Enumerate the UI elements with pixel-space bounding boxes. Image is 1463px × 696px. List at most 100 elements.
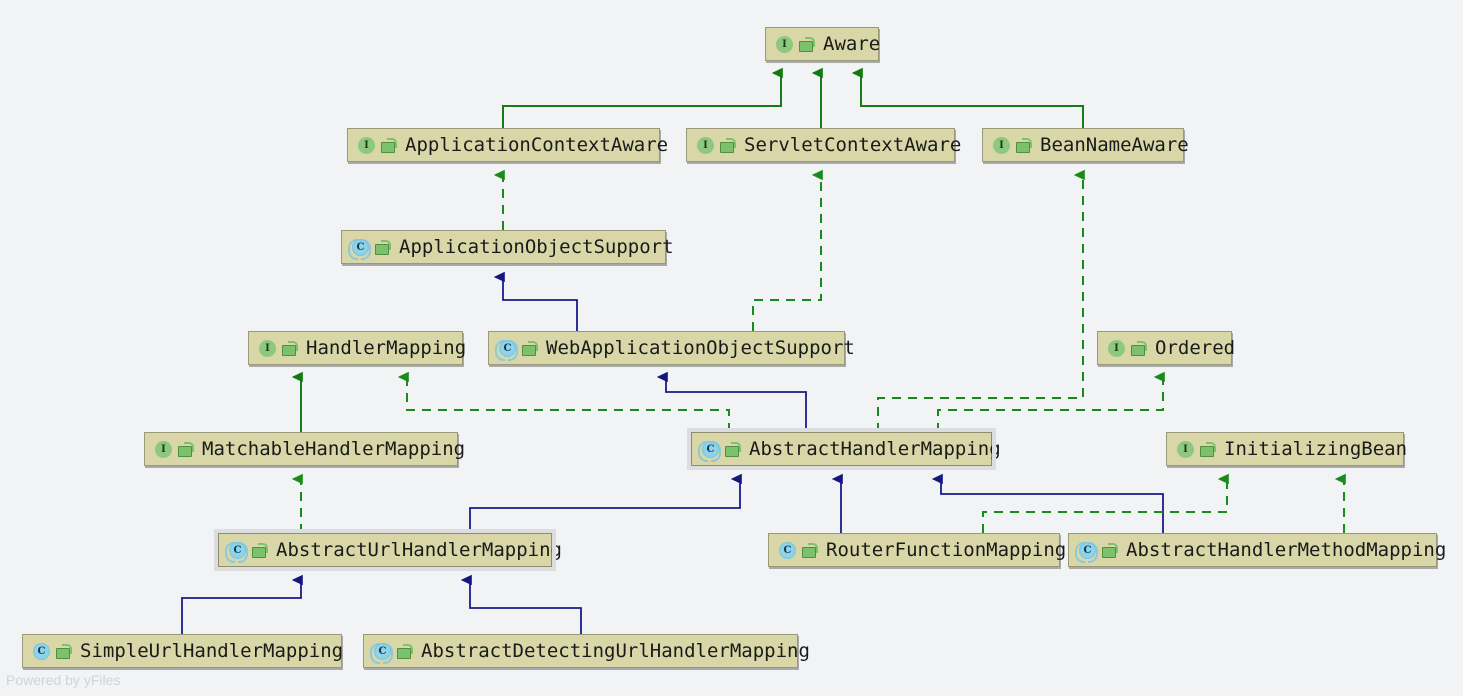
- open-padlock-icon: [719, 137, 736, 154]
- padlock-body: [522, 344, 536, 356]
- padlock-body: [56, 647, 70, 659]
- interface-badge-icon: I: [695, 136, 714, 155]
- edge-abstracthm-to-webappobjsupport: [656, 371, 807, 432]
- badge-letter: I: [358, 136, 375, 154]
- class-node-label: AbstractHandlerMethodMapping: [1126, 539, 1447, 561]
- open-padlock-icon: [521, 340, 538, 357]
- class-node-label: WebApplicationObjectSupport: [546, 337, 855, 359]
- padlock-body: [252, 546, 266, 558]
- edge-abstracthm-to-handlermapping: [397, 371, 730, 432]
- padlock-body: [802, 546, 816, 558]
- open-padlock-icon: [801, 542, 818, 559]
- padlock-shackle: [1108, 542, 1118, 553]
- abstract-class-badge-icon: C: [225, 541, 248, 563]
- class-node-label: AbstractDetectingUrlHandlerMapping: [421, 640, 810, 662]
- interface-badge-icon: I: [257, 339, 276, 358]
- padlock-shackle: [1022, 137, 1032, 148]
- padlock-body: [381, 141, 395, 153]
- class-node-label: MatchableHandlerMapping: [202, 438, 466, 460]
- abstract-class-badge-icon: C: [1075, 541, 1098, 563]
- class-node-routerfnmapping[interactable]: C RouterFunctionMapping: [768, 533, 1066, 567]
- padlock-shackle: [403, 643, 413, 654]
- padlock-shackle: [258, 542, 268, 553]
- padlock-shackle: [1137, 340, 1147, 351]
- padlock-shackle: [62, 643, 72, 654]
- edge-abstracthm-to-beannameaware: [877, 169, 1085, 432]
- badge-letter: C: [374, 642, 391, 660]
- padlock-body: [799, 40, 813, 52]
- edge-routerfnmapping-to-initializingbean: [982, 473, 1229, 533]
- interface-badge-icon: I: [991, 136, 1010, 155]
- class-node-label: Ordered: [1155, 337, 1236, 359]
- edge-abstracturlhm-to-abstracthm: [469, 473, 742, 533]
- padlock-shackle: [726, 137, 736, 148]
- badge-letter: I: [993, 136, 1010, 154]
- class-node-label: HandlerMapping: [306, 337, 467, 359]
- abstract-class-badge-icon: C: [698, 440, 721, 462]
- padlock-shackle: [184, 441, 194, 452]
- padlock-shackle: [288, 340, 298, 351]
- open-padlock-icon: [374, 239, 391, 256]
- class-node-aware[interactable]: I Aware: [765, 27, 881, 61]
- edge-abstractdetecturlhm-to-abstracturlhm: [460, 574, 582, 634]
- padlock-body: [1200, 445, 1214, 457]
- padlock-shackle: [528, 340, 538, 351]
- open-padlock-icon: [1130, 340, 1147, 357]
- class-node-abstractdetecturlhm[interactable]: C AbstractDetectingUrlHandlerMapping: [363, 634, 810, 668]
- badge-letter: C: [779, 541, 796, 559]
- badge-letter: C: [1079, 541, 1096, 559]
- class-node-handlermapping[interactable]: I HandlerMapping: [248, 331, 467, 365]
- padlock-shackle: [381, 239, 391, 250]
- class-badge-icon: C: [31, 642, 50, 661]
- padlock-body: [1016, 141, 1030, 153]
- open-padlock-icon: [1015, 137, 1032, 154]
- badge-letter: I: [1177, 440, 1194, 458]
- badge-letter: C: [352, 238, 369, 256]
- badge-letter: C: [702, 440, 719, 458]
- class-node-appctxaware[interactable]: I ApplicationContextAware: [347, 128, 668, 162]
- open-padlock-icon: [177, 441, 194, 458]
- edge-webappobjsupport-to-servletctxaware: [752, 169, 823, 331]
- class-node-ordered[interactable]: I Ordered: [1097, 331, 1236, 365]
- class-node-servletctxaware[interactable]: I ServletContextAware: [686, 128, 961, 162]
- padlock-body: [282, 344, 296, 356]
- padlock-shackle: [387, 137, 397, 148]
- badge-letter: I: [776, 35, 793, 53]
- padlock-body: [397, 647, 411, 659]
- class-node-label: RouterFunctionMapping: [826, 539, 1067, 561]
- class-node-matchablehm[interactable]: I MatchableHandlerMapping: [144, 432, 465, 466]
- edge-simpleurlhm-to-abstracturlhm: [181, 574, 303, 634]
- badge-letter: I: [697, 136, 714, 154]
- class-node-label: ServletContextAware: [744, 134, 962, 156]
- padlock-body: [720, 141, 734, 153]
- edge-abstracthm-to-ordered: [937, 371, 1165, 432]
- badge-letter: C: [229, 541, 246, 559]
- badge-letter: I: [1108, 339, 1125, 357]
- abstract-class-badge-icon: C: [495, 339, 518, 361]
- padlock-shackle: [808, 542, 818, 553]
- class-node-label: BeanNameAware: [1040, 134, 1189, 156]
- edge-webappobjsupport-to-appobjsupport: [493, 271, 578, 331]
- interface-badge-icon: I: [153, 440, 172, 459]
- class-node-beannameaware[interactable]: I BeanNameAware: [982, 128, 1189, 162]
- padlock-shackle: [1206, 441, 1216, 452]
- open-padlock-icon: [798, 36, 815, 53]
- class-node-label: ApplicationContextAware: [405, 134, 669, 156]
- class-node-label: Aware: [823, 33, 881, 55]
- padlock-body: [725, 445, 739, 457]
- yfiles-watermark: Powered by yFiles: [6, 672, 121, 688]
- class-node-abstracthmm[interactable]: C AbstractHandlerMethodMapping: [1068, 533, 1446, 567]
- open-padlock-icon: [396, 643, 413, 660]
- open-padlock-icon: [251, 542, 268, 559]
- class-node-webappobjsupport[interactable]: C WebApplicationObjectSupport: [488, 331, 855, 365]
- open-padlock-icon: [1199, 441, 1216, 458]
- open-padlock-icon: [724, 441, 741, 458]
- badge-letter: C: [499, 339, 516, 357]
- padlock-body: [375, 243, 389, 255]
